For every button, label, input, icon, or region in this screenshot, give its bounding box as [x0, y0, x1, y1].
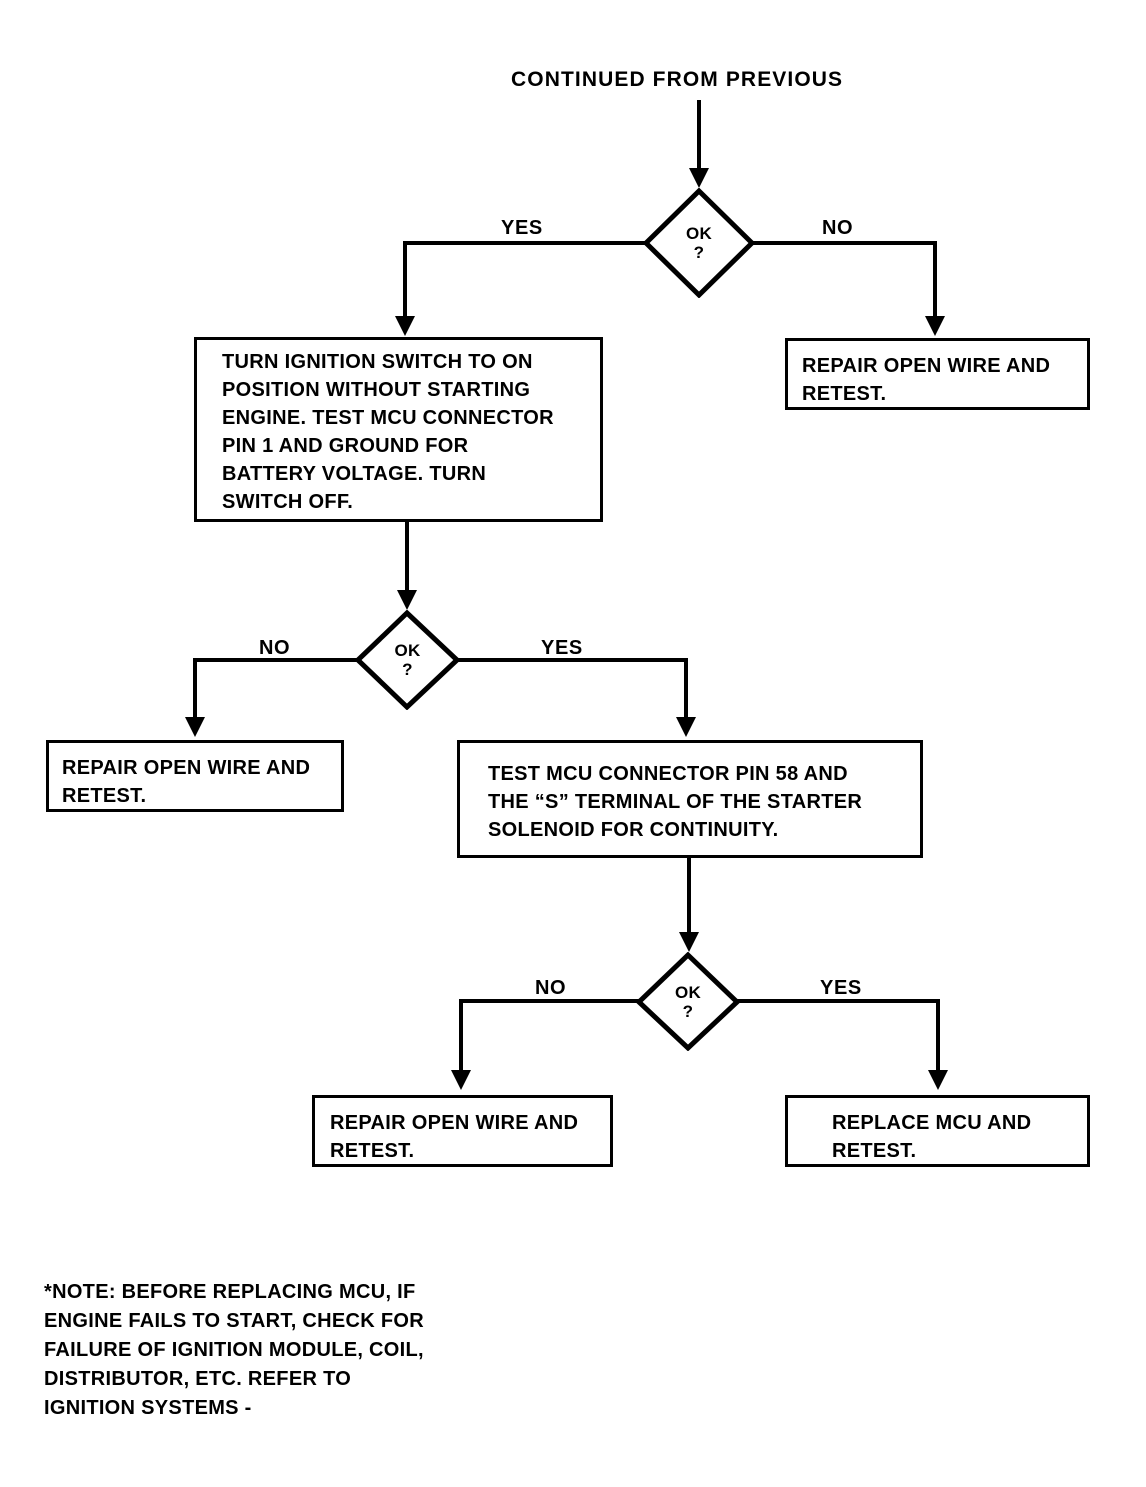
edge-d1-no-arrow — [925, 316, 945, 336]
process-box-pin58-continuity-test-text: TEST MCU CONNECTOR PIN 58 AND THE “S” TE… — [488, 763, 863, 841]
decision-d3-label: OK ? — [636, 952, 740, 1051]
decision-d2[interactable]: OK ? — [355, 610, 460, 710]
edge-label-d2-no: NO — [259, 637, 291, 659]
diamond-icon — [636, 952, 740, 1051]
edge-d3-no-arrow — [451, 1070, 471, 1090]
edge-label-d2-yes: YES — [541, 637, 583, 659]
edge-d2-no-vertical — [193, 658, 197, 720]
diamond-icon — [355, 610, 460, 710]
terminal-box-repair-open-wire-2[interactable] — [46, 740, 344, 812]
edge-d3-yes-vertical — [936, 999, 940, 1073]
edge-p1-to-d2-stem — [405, 522, 409, 592]
decision-d3-line2: ? — [682, 1001, 694, 1021]
decision-d1-line2: ? — [693, 243, 705, 262]
edge-d2-yes-horizontal — [456, 658, 688, 662]
edge-d3-no-vertical — [459, 999, 463, 1073]
edge-p1-to-d2-arrow — [397, 590, 417, 610]
decision-d1-label: OK ? — [643, 188, 755, 298]
terminal-box-repair-open-wire-1-text: REPAIR OPEN WIRE AND RETEST. — [802, 355, 1051, 405]
edge-d2-no-horizontal — [193, 658, 360, 662]
decision-d1-line1: OK — [685, 224, 713, 243]
decision-d1[interactable]: OK ? — [643, 188, 755, 298]
terminal-box-repair-open-wire-3-text: REPAIR OPEN WIRE AND RETEST. — [330, 1112, 579, 1162]
edge-d1-yes-vertical — [403, 241, 407, 319]
edge-d3-yes-horizontal — [736, 999, 940, 1003]
process-box-ignition-switch-test[interactable] — [194, 337, 603, 522]
edge-d1-no-vertical — [933, 241, 937, 319]
edge-label-d3-yes: YES — [820, 977, 862, 999]
decision-d3[interactable]: OK ? — [636, 952, 740, 1051]
edge-d2-no-arrow — [185, 717, 205, 737]
edge-d1-no-horizontal — [753, 241, 937, 245]
edge-entry-to-d1-arrow — [689, 168, 709, 188]
edge-p2-to-d3-stem — [687, 858, 691, 935]
terminal-box-repair-open-wire-2-text: REPAIR OPEN WIRE AND RETEST. — [62, 757, 311, 807]
decision-d2-label: OK ? — [355, 610, 460, 710]
edge-d1-yes-arrow — [395, 316, 415, 336]
edge-label-d3-no: NO — [535, 977, 567, 999]
edge-entry-to-d1-stem — [697, 100, 701, 170]
edge-p2-to-d3-arrow — [679, 932, 699, 952]
terminal-box-replace-mcu[interactable] — [785, 1095, 1090, 1167]
edge-d3-yes-arrow — [928, 1070, 948, 1090]
diamond-icon — [643, 188, 755, 298]
edge-label-d1-no: NO — [822, 217, 854, 239]
edge-label-d1-yes: YES — [501, 217, 543, 239]
terminal-box-replace-mcu-text: REPLACE MCU AND RETEST. — [832, 1112, 1032, 1162]
process-box-ignition-switch-test-text: TURN IGNITION SWITCH TO ON POSITION WITH… — [222, 351, 554, 513]
edge-d2-yes-arrow — [676, 717, 696, 737]
decision-d3-line1: OK — [674, 982, 702, 1002]
decision-d2-line2: ? — [402, 660, 413, 679]
terminal-box-repair-open-wire-3[interactable] — [312, 1095, 613, 1167]
edge-d2-yes-vertical — [684, 658, 688, 720]
edge-d3-no-horizontal — [459, 999, 641, 1003]
terminal-box-repair-open-wire-1[interactable] — [785, 338, 1090, 410]
page-title: CONTINUED FROM PREVIOUS — [511, 68, 844, 91]
process-box-pin58-continuity-test[interactable] — [457, 740, 923, 858]
footnote-note: *NOTE: BEFORE REPLACING MCU, IF ENGINE F… — [44, 1281, 424, 1419]
edge-d1-yes-horizontal — [403, 241, 645, 245]
decision-d2-line1: OK — [394, 641, 421, 660]
